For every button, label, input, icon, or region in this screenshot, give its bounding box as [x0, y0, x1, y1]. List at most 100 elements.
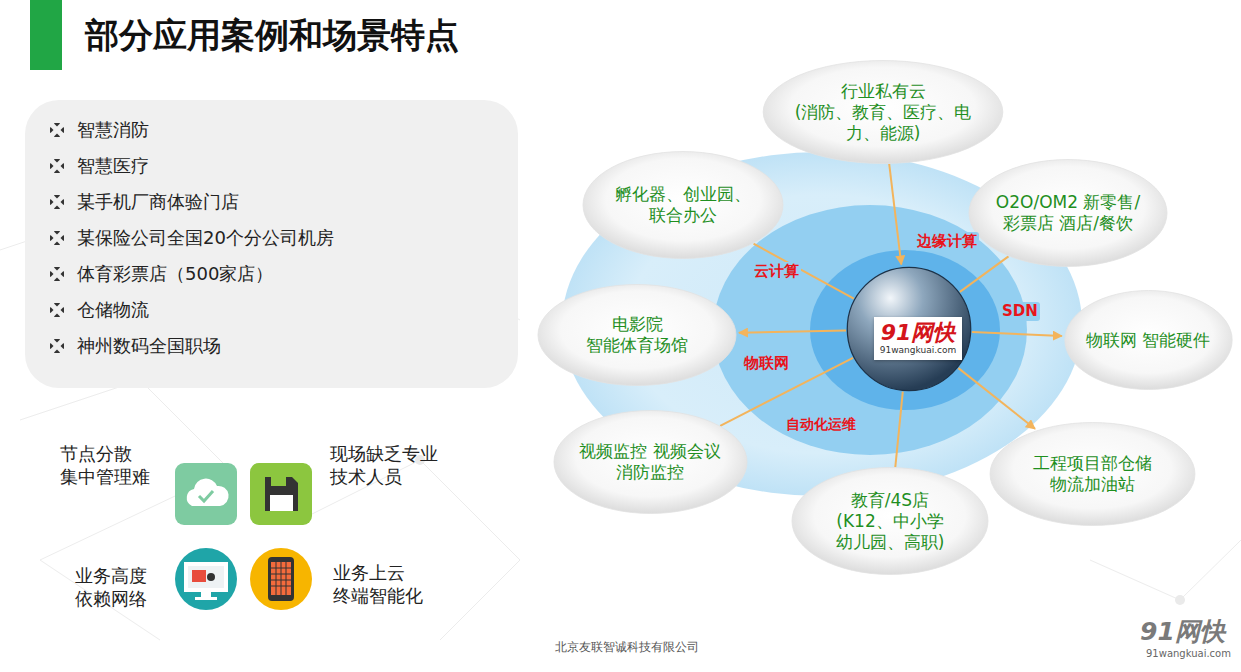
- middle-ring: [713, 205, 1027, 455]
- bullet-diamond: [54, 123, 60, 127]
- oval-body: [1064, 291, 1231, 390]
- feature-label: 业务高度 依赖网络: [75, 565, 155, 610]
- logo-text: 91网快: [880, 321, 956, 345]
- decor-rect: [175, 463, 237, 525]
- bullet-diamond: [54, 170, 60, 174]
- decor-g: [271, 562, 291, 595]
- bullet-diamond: [50, 307, 54, 313]
- case-item-text: 神州数码全国职场: [77, 335, 221, 356]
- bullet-diamond: [61, 271, 65, 277]
- bullet-symbol: [50, 123, 64, 137]
- decor-path: [300, 460, 520, 640]
- cloud-icon: [175, 463, 237, 525]
- feature-label: 节点分散 集中管理难: [60, 443, 156, 488]
- ring-label: SDN: [1000, 302, 1040, 321]
- decor-rect: [270, 495, 293, 511]
- oval-body: [583, 152, 783, 259]
- bullet-symbol: [50, 159, 64, 173]
- decor-rect: [201, 592, 211, 597]
- scenario-oval: 物联网 智能硬件: [1064, 290, 1233, 390]
- scenario-text: 视频监控 视频会议 消防监控: [578, 441, 722, 483]
- feature-label: 现场缺乏专业 技术人员: [330, 443, 446, 488]
- scenario-oval: 行业私有云(消防、教育、医疗、电力、能源): [762, 60, 1004, 164]
- ring-label: 云计算: [752, 262, 801, 281]
- bullet-diamond: [50, 127, 54, 133]
- scenario-text: (消防、教育、医疗、电力、能源): [794, 102, 973, 144]
- case-item: 智慧医疗: [77, 148, 502, 184]
- case-item: 智慧消防: [77, 112, 502, 148]
- decor-path: [187, 479, 229, 506]
- scenario-text: (K12、中小学 幼儿园、高职): [817, 511, 963, 553]
- connector-arrow: [972, 332, 1062, 336]
- scenario-oval: 电影院 智能体育场馆: [537, 284, 737, 386]
- bullet-diamond: [61, 127, 65, 133]
- bullet-diamond: [50, 235, 54, 241]
- bullet-diamond: [50, 163, 54, 169]
- bullet-diamond: [61, 307, 65, 313]
- oval-body: [763, 61, 1003, 164]
- scenario-oval: 视频监控 视频会议 消防监控: [553, 410, 748, 514]
- decor-circle: [250, 548, 312, 610]
- decor-circle: [207, 573, 215, 581]
- decor-rect: [192, 570, 206, 582]
- case-item: 神州数码全国职场: [77, 328, 502, 364]
- bullet-diamond: [54, 159, 60, 163]
- bullet-diamond: [54, 278, 60, 282]
- bullet-symbol: [50, 303, 64, 317]
- oval-body: [553, 411, 746, 514]
- scenario-oval: O2O/OM2 新零售/彩票店 酒店/餐饮: [968, 159, 1168, 267]
- bullet-diamond: [54, 314, 60, 318]
- bullet-symbol: [50, 267, 64, 281]
- core-sphere: 91网快91wangkuai.com: [846, 266, 972, 392]
- sphere-body: [847, 267, 970, 390]
- feature-label: 业务上云 终端智能化: [333, 562, 431, 607]
- oval-body: [990, 423, 1195, 526]
- case-item: 仓储物流: [77, 292, 502, 328]
- decor-circle: [175, 548, 237, 610]
- bullet-diamond: [54, 242, 60, 246]
- scenario-oval: 孵化器、创业园、联合办公: [582, 151, 784, 259]
- monitor-icon: [175, 548, 237, 610]
- bullet-diamond: [50, 343, 54, 349]
- connector-arrow: [960, 256, 1009, 292]
- case-item: 体育彩票店（500家店）: [77, 256, 502, 292]
- bullet-diamond: [54, 267, 60, 271]
- logo-box: 91网快91wangkuai.com: [874, 317, 962, 360]
- decor-rect: [195, 597, 217, 600]
- case-item-text: 体育彩票店（500家店）: [77, 263, 273, 284]
- connector-arrow: [958, 368, 1035, 429]
- bullet-diamond: [54, 350, 60, 354]
- oval-body: [969, 160, 1167, 267]
- connector-arrow: [895, 392, 903, 467]
- bullet-diamond: [61, 235, 65, 241]
- decor-circle: [1175, 595, 1185, 605]
- scenario-text: 工程项目部仓储 物流加油站: [1016, 453, 1169, 495]
- footer-logo: 91网快: [1140, 616, 1225, 647]
- bullet-diamond: [54, 195, 60, 199]
- scenario-text: O2O/OM2 新零售/彩票店 酒店/餐饮: [994, 192, 1142, 234]
- decor-rect: [188, 566, 224, 588]
- scenario-oval: 教育/4S店(K12、中小学 幼儿园、高职): [791, 467, 989, 575]
- footer-logo-url: 91wangkuai.com: [1146, 648, 1231, 661]
- ring-label: 边缘计算: [915, 232, 979, 251]
- case-item-text: 智慧医疗: [77, 155, 149, 176]
- bullet-diamond: [54, 231, 60, 235]
- decor-rect: [184, 562, 228, 592]
- bullet-symbol: [50, 231, 64, 245]
- bullet-diamond: [54, 339, 60, 343]
- bullet-symbol: [50, 339, 64, 353]
- bullet-diamond: [61, 199, 65, 205]
- case-item-text: 某保险公司全国20个分公司机房: [77, 227, 334, 248]
- oval-body: [538, 285, 736, 386]
- floppy-icon: [250, 463, 312, 525]
- footer-company: 北京友联智诚科技有限公司: [555, 640, 699, 655]
- bullet-diamond: [54, 134, 60, 138]
- decor-rect: [271, 562, 291, 595]
- bullet-symbol: [50, 195, 64, 209]
- decor-path: [199, 491, 213, 501]
- case-item-text: 某手机厂商体验门店: [77, 191, 239, 212]
- scenario-text: 电影院 智能体育场馆: [563, 314, 711, 356]
- bullet-diamond: [54, 303, 60, 307]
- case-list-panel: 智慧消防智慧医疗某手机厂商体验门店某保险公司全国20个分公司机房体育彩票店（50…: [25, 100, 518, 388]
- decor-rect: [268, 557, 294, 601]
